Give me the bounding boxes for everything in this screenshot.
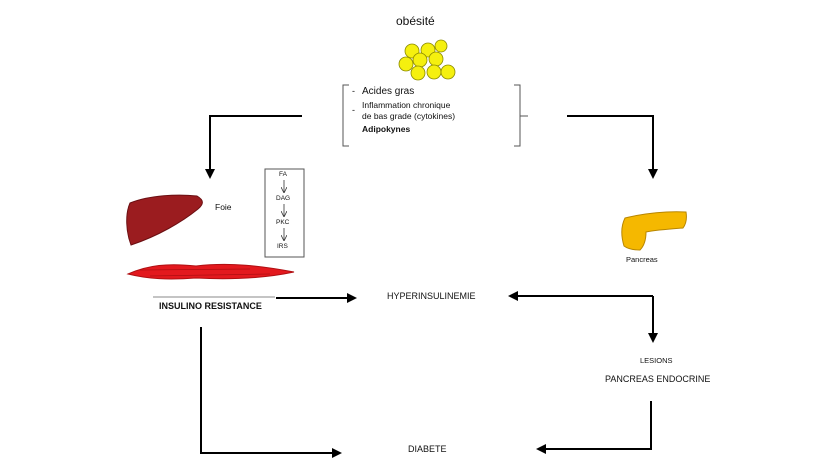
fat-cells-icon — [398, 39, 456, 81]
pancreas-icon — [621, 211, 687, 251]
liver-label: Foie — [215, 202, 232, 212]
cascade-step-dag: DAG — [276, 195, 291, 202]
lesions-label: LESIONS — [640, 356, 673, 365]
factor-inflammation-line2: de bas grade (cytokines) — [362, 111, 456, 121]
arrow-ir-to-diabete — [200, 327, 342, 458]
insulin-resistance-label: INSULINO RESISTANCE — [159, 301, 262, 311]
liver-icon — [126, 194, 203, 246]
hyperinsulinemia-label: HYPERINSULINEMIE — [387, 291, 476, 301]
muscle-icon — [126, 263, 295, 280]
cascade-step-fa: FA — [279, 171, 287, 178]
factor-inflammation-line1: Inflammation chronique — [362, 100, 451, 110]
factor-dash-1: - — [352, 86, 355, 96]
factor-adipokynes: Adipokynes — [362, 124, 411, 134]
cascade-step-pkc: PKC — [276, 219, 290, 226]
factor-acides-gras: Acides gras — [362, 86, 415, 97]
pancreas-label: Pancreas — [626, 255, 658, 264]
factor-dash-2: - — [352, 105, 355, 115]
title-obesite: obésité — [396, 14, 435, 28]
lesions-pancreas-endocrine-label: PANCREAS ENDOCRINE — [605, 374, 711, 384]
arrow-to-pancreas — [567, 115, 658, 179]
cascade-step-irs: IRS — [277, 243, 288, 250]
arrow-to-liver — [205, 115, 302, 179]
signaling-cascade-box — [264, 168, 305, 258]
right-bracket — [514, 84, 521, 147]
arrow-lesions-to-diabete — [536, 401, 652, 454]
left-bracket — [342, 84, 349, 147]
diabete-label: DIABETE — [408, 444, 447, 454]
